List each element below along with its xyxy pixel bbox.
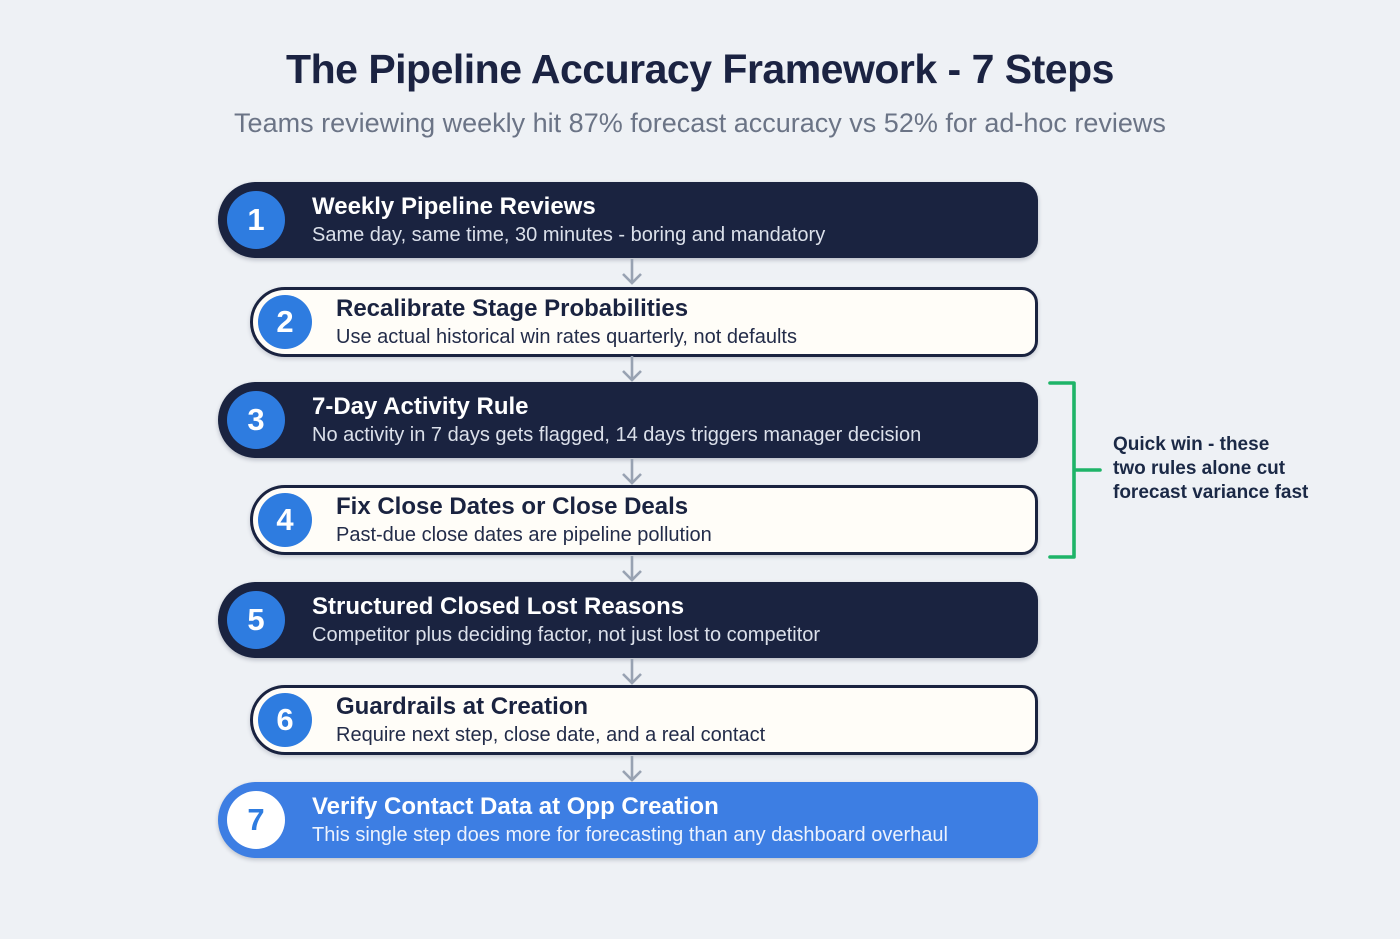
- step-title: 7-Day Activity Rule: [312, 392, 529, 420]
- step-text: Weekly Pipeline Reviews Same day, same t…: [312, 193, 825, 248]
- quick-win-bracket-icon: [1048, 381, 1102, 559]
- step-description: Competitor plus deciding factor, not jus…: [312, 624, 821, 647]
- step-title: Weekly Pipeline Reviews: [312, 192, 596, 220]
- page-title: The Pipeline Accuracy Framework - 7 Step…: [286, 46, 1114, 92]
- step-number: 3: [247, 402, 265, 437]
- step-title: Guardrails at Creation: [336, 692, 589, 720]
- step-number-badge: 7: [227, 791, 285, 849]
- step-card-4: 4 Fix Close Dates or Close Deals Past-du…: [250, 485, 1038, 555]
- step-number: 2: [276, 304, 294, 339]
- step-description: This single step does more for forecasti…: [312, 824, 948, 847]
- step-description: Require next step, close date, and a rea…: [336, 724, 766, 747]
- down-arrow-icon: [622, 459, 642, 485]
- page-subtitle: Teams reviewing weekly hit 87% forecast …: [234, 108, 1166, 138]
- step-card-1: 1 Weekly Pipeline Reviews Same day, same…: [218, 182, 1038, 258]
- step-text: Guardrails at Creation Require next step…: [336, 693, 765, 748]
- step-card-5: 5 Structured Closed Lost Reasons Competi…: [218, 582, 1038, 658]
- quick-win-annotation: Quick win - these two rules alone cut fo…: [1113, 434, 1309, 504]
- down-arrow-icon: [622, 659, 642, 685]
- step-title: Fix Close Dates or Close Deals: [336, 492, 689, 520]
- down-arrow-icon: [622, 756, 642, 782]
- step-number: 1: [247, 202, 265, 237]
- step-number: 4: [276, 502, 294, 537]
- step-description: Same day, same time, 30 minutes - boring…: [312, 224, 826, 247]
- header: The Pipeline Accuracy Framework - 7 Step…: [0, 46, 1400, 139]
- step-description: Past-due close dates are pipeline pollut…: [336, 524, 712, 547]
- step-description: Use actual historical win rates quarterl…: [336, 326, 797, 349]
- down-arrow-icon: [622, 556, 642, 582]
- step-description: No activity in 7 days gets flagged, 14 d…: [312, 424, 922, 447]
- step-number-badge: 4: [258, 493, 312, 547]
- step-number-badge: 5: [227, 591, 285, 649]
- down-arrow-icon: [622, 259, 642, 285]
- step-card-2: 2 Recalibrate Stage Probabilities Use ac…: [250, 287, 1038, 357]
- step-card-6: 6 Guardrails at Creation Require next st…: [250, 685, 1038, 755]
- step-number: 5: [247, 602, 265, 637]
- step-number: 6: [276, 702, 294, 737]
- step-text: Structured Closed Lost Reasons Competito…: [312, 593, 820, 648]
- step-number-badge: 2: [258, 295, 312, 349]
- step-title: Structured Closed Lost Reasons: [312, 592, 685, 620]
- step-card-3: 3 7-Day Activity Rule No activity in 7 d…: [218, 382, 1038, 458]
- step-text: 7-Day Activity Rule No activity in 7 day…: [312, 393, 921, 448]
- step-text: Recalibrate Stage Probabilities Use actu…: [336, 295, 797, 350]
- step-text: Fix Close Dates or Close Deals Past-due …: [336, 493, 712, 548]
- step-card-7: 7 Verify Contact Data at Opp Creation Th…: [218, 782, 1038, 858]
- step-text: Verify Contact Data at Opp Creation This…: [312, 793, 948, 848]
- step-number-badge: 6: [258, 693, 312, 747]
- step-number-badge: 1: [227, 191, 285, 249]
- step-number: 7: [247, 802, 265, 837]
- step-title: Recalibrate Stage Probabilities: [336, 294, 689, 322]
- step-number-badge: 3: [227, 391, 285, 449]
- step-title: Verify Contact Data at Opp Creation: [312, 792, 719, 820]
- down-arrow-icon: [622, 356, 642, 382]
